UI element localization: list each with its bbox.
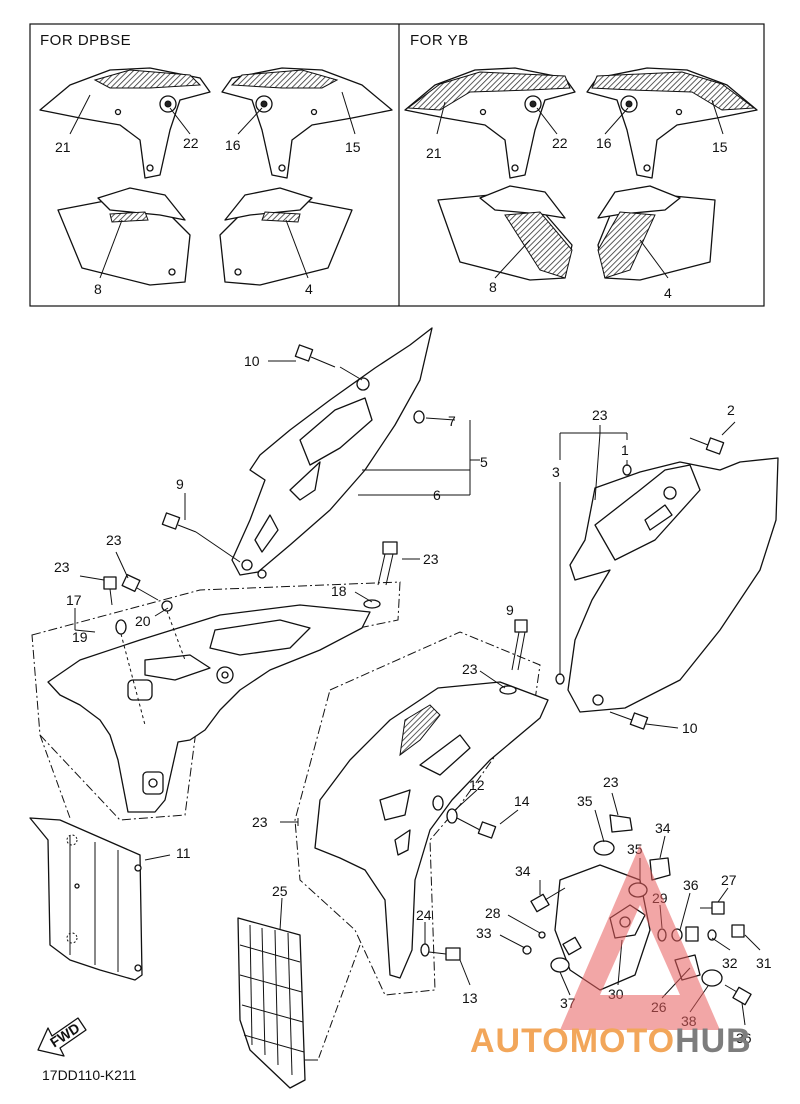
callout-14: 12 — [469, 777, 485, 793]
left-shroud-main — [47, 604, 371, 813]
callout-9: 10 — [682, 720, 698, 736]
yb-left-shroud — [404, 67, 576, 179]
callout-15: 15 — [345, 139, 361, 155]
leaders-left-shroud — [74, 551, 420, 726]
callout-16: 16 — [225, 137, 241, 153]
leaders-upper-center — [184, 360, 480, 563]
callout-2: 3 — [552, 464, 560, 480]
inset-title-dpbse: FOR DPBSE — [40, 32, 131, 49]
dpbse-left-side-cover — [57, 187, 191, 286]
callout-35: 23 — [603, 774, 619, 790]
callout-36: 34 — [515, 863, 531, 879]
group-17-outline — [31, 581, 401, 821]
right-side-cover — [567, 457, 779, 713]
yb-right-shroud — [586, 67, 758, 179]
bolt-10-upper — [294, 344, 336, 368]
callout-10: 10 — [244, 353, 260, 369]
callout-19: 19 — [72, 629, 88, 645]
callout-33: 28 — [485, 905, 501, 921]
callout-23: 9 — [506, 602, 514, 618]
bolt-9-upper — [161, 512, 197, 533]
radiator-guard-24 — [237, 917, 306, 1089]
dpbse-left-shroud — [39, 67, 211, 179]
callout-9: 9 — [176, 476, 184, 492]
callout-4: 4 — [305, 281, 313, 297]
group-11-outline — [294, 631, 541, 996]
left-side-cover-upper — [231, 327, 433, 576]
radiator-shroud — [314, 681, 549, 979]
watermark-brand-gray: HUB — [675, 1022, 752, 1060]
callout-18: 18 — [331, 583, 347, 599]
callout-32: 33 — [476, 925, 492, 941]
callout-30: 31 — [756, 955, 772, 971]
callout-12: 23 — [462, 661, 478, 677]
callout-35: 34 — [655, 820, 671, 836]
callout-5: 5 — [480, 454, 488, 470]
watermark-brand-orange: AUTOMOTO — [470, 1022, 675, 1060]
callout-25: 11 — [176, 845, 191, 861]
callout-21: 21 — [55, 139, 71, 155]
inset-frame — [29, 23, 765, 307]
bolt-23-right-shroud — [363, 541, 398, 609]
inset-title-yb: FOR YB — [410, 32, 469, 49]
callout-20: 20 — [135, 613, 151, 629]
callout-23: 13 — [462, 990, 478, 1006]
callout-21: 21 — [426, 145, 442, 161]
callout-22: 22 — [183, 135, 199, 151]
callout-8: 8 — [489, 279, 497, 295]
leader-11-to-24 — [317, 944, 361, 1061]
callout-17: 17 — [66, 592, 82, 608]
callout-8: 8 — [94, 281, 102, 297]
leader-25 — [144, 854, 171, 861]
grommet-lower — [257, 569, 267, 579]
leader-17-to-25 — [39, 734, 71, 819]
callout-7: 7 — [448, 413, 456, 429]
callout-23: 14 — [514, 793, 530, 809]
callout-23: 23 — [54, 559, 70, 575]
leader-24 — [279, 897, 283, 931]
callout-3: 1 — [621, 442, 629, 458]
callout-34: 35 — [577, 793, 593, 809]
callout-13: 24 — [416, 907, 432, 923]
callout-10: 2 — [727, 402, 735, 418]
radiator-guard-25 — [29, 817, 143, 981]
diagram-code: 17DD110-K211 — [42, 1067, 137, 1083]
callout-23: 23 — [106, 532, 122, 548]
grommet-7 — [413, 410, 425, 424]
leaders-radiator-shroud — [280, 670, 519, 986]
callout-16: 16 — [596, 135, 612, 151]
callout-4: 4 — [664, 285, 672, 301]
callout-31: 32 — [722, 955, 738, 971]
fwd-arrow-icon: FWD — [37, 1017, 87, 1057]
callout-29: 27 — [721, 872, 737, 888]
callout-15: 15 — [712, 139, 728, 155]
dpbse-leader-lines — [69, 91, 356, 279]
dpbse-right-side-cover — [219, 187, 353, 286]
callout-1: 23 — [592, 407, 608, 423]
watermark-brand: AUTOMOTOHUB — [470, 1022, 752, 1060]
callout-36: 36 — [736, 1030, 752, 1046]
callout-23: 23 — [423, 551, 439, 567]
callout-6: 6 — [433, 487, 441, 503]
callout-24: 25 — [272, 883, 288, 899]
yb-right-side-cover — [597, 185, 716, 281]
yb-left-side-cover — [437, 185, 573, 281]
dpbse-right-shroud — [221, 67, 393, 179]
watermark-triangle-icon — [560, 845, 720, 1030]
yb-leader-lines — [436, 99, 724, 279]
callout-22: 22 — [552, 135, 568, 151]
bolts-23-left — [103, 573, 173, 635]
callout-11: 23 — [252, 814, 268, 830]
leaders-right-cover — [559, 421, 736, 729]
callout-27: 36 — [683, 877, 699, 893]
